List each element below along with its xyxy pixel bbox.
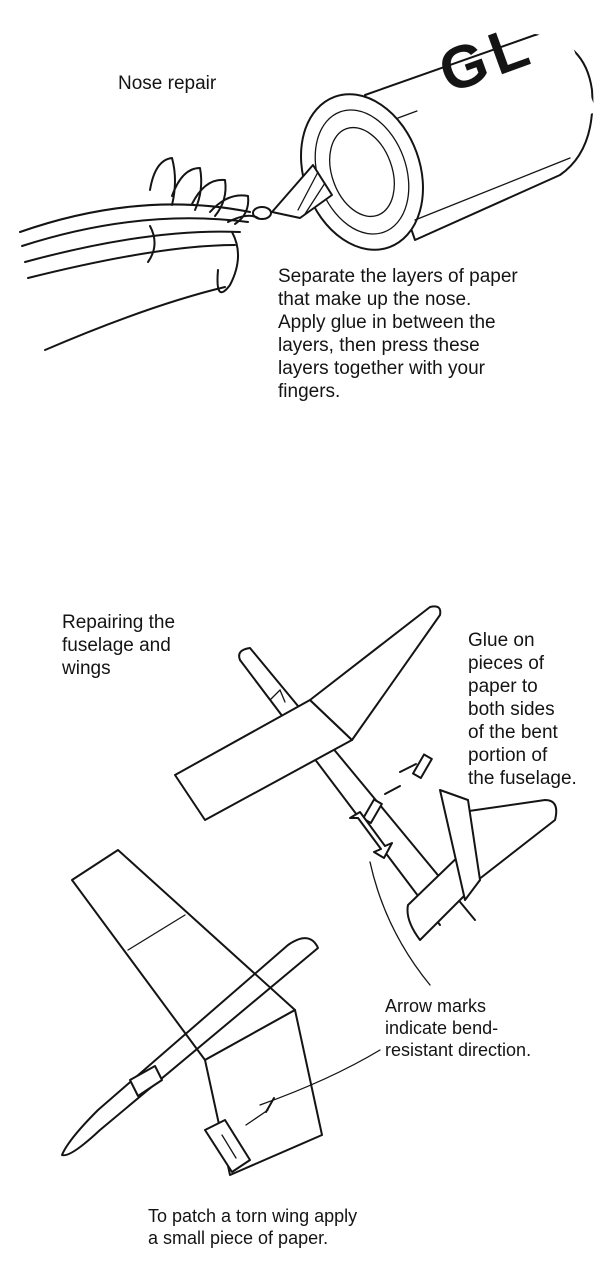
- tube-label-band: [407, 25, 597, 170]
- nose-repair-title: Nose repair: [118, 73, 217, 94]
- lower-wing: [61, 849, 381, 1176]
- glue-tube: [252, 25, 597, 251]
- arrow-marks-note: Arrow marks indicate bend- resistant dir…: [385, 996, 532, 1060]
- nose-layers: [19, 157, 259, 351]
- wing-patch-note: To patch a torn wing apply a small piece…: [148, 1206, 358, 1248]
- nose-repair-instructions: Separate the layers of paper that make u…: [278, 266, 518, 402]
- upper-plane: [174, 605, 558, 986]
- glue-note: Glue on pieces of paper to both sides of…: [468, 630, 577, 789]
- fuselage-section-title: Repairing the fuselage and wings: [62, 612, 176, 679]
